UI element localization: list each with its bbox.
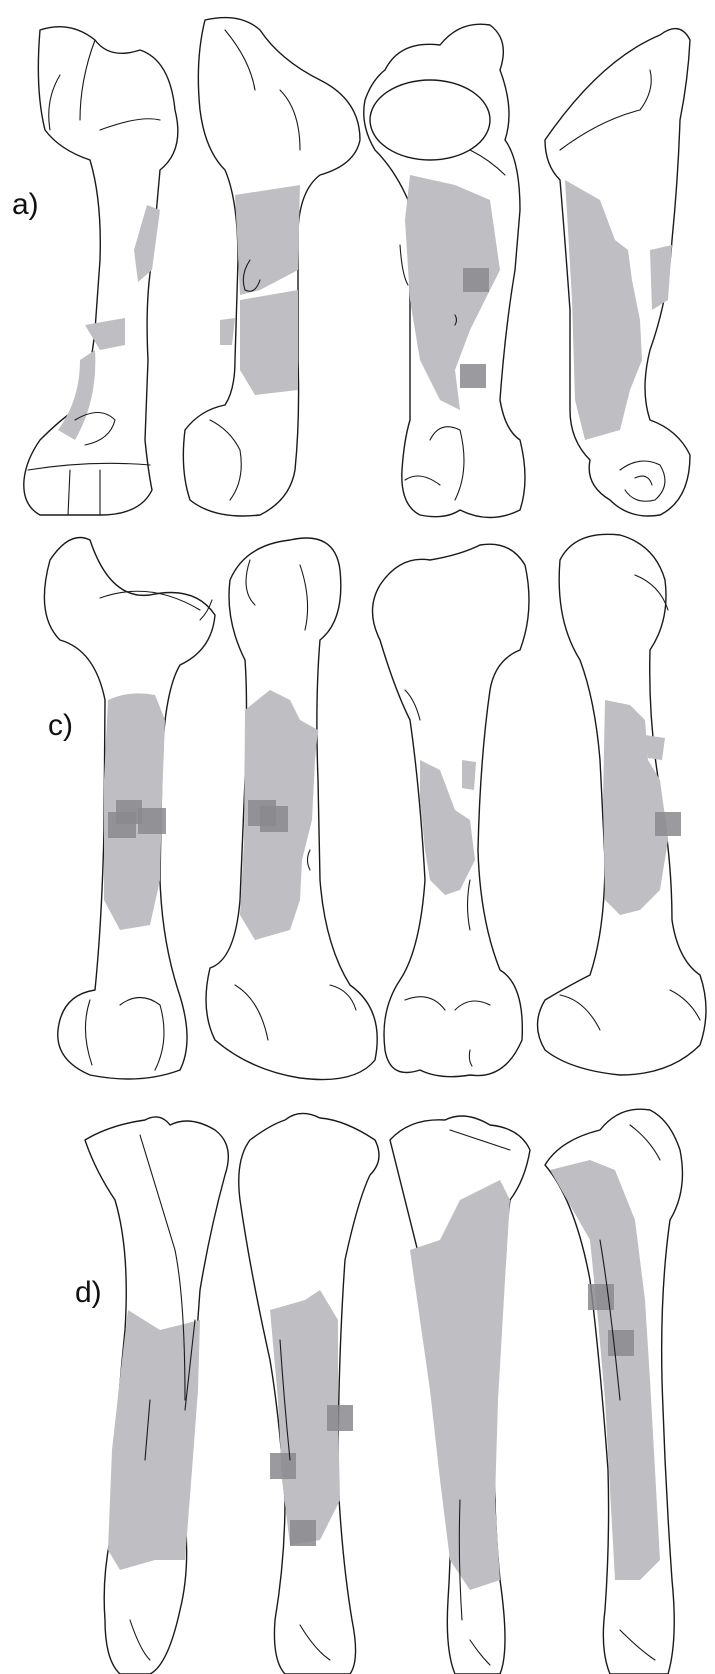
shaded-region — [462, 760, 476, 790]
sample-square — [588, 1284, 614, 1310]
bone-c3 — [373, 544, 530, 1076]
bone-c4 — [538, 534, 707, 1075]
panel-d: d) — [75, 1109, 682, 1674]
bone-c2 — [206, 538, 377, 1080]
bone-c1 — [44, 538, 215, 1080]
sample-square — [290, 1520, 316, 1546]
bone-d3 — [390, 1116, 530, 1674]
panel-a: a) — [12, 18, 690, 518]
sample-square — [655, 812, 681, 836]
shaded-region — [108, 1310, 200, 1570]
bone-a1 — [24, 27, 178, 515]
shaded-region — [220, 318, 235, 345]
bone-d2 — [239, 1113, 379, 1674]
panel-label-d: d) — [75, 1276, 102, 1309]
sample-square — [327, 1405, 353, 1431]
bone-a3 — [364, 24, 525, 517]
shaded-region — [650, 245, 672, 310]
bone-a2 — [183, 18, 360, 516]
bone-d1 — [85, 1117, 228, 1674]
shaded-region — [85, 318, 125, 350]
shaded-region — [645, 735, 665, 760]
panel-label-a: a) — [12, 188, 39, 221]
sample-square — [463, 268, 489, 292]
sample-square — [116, 800, 142, 824]
panel-c: c) — [44, 534, 706, 1079]
sample-square — [138, 808, 166, 834]
panel-label-c: c) — [48, 709, 73, 742]
sample-square — [460, 364, 486, 388]
sample-square — [608, 1330, 634, 1356]
bone-a4 — [545, 29, 690, 516]
shaded-region — [240, 290, 298, 395]
sample-square — [260, 806, 288, 832]
shaded-region — [603, 700, 668, 915]
sample-square — [270, 1453, 296, 1479]
bone-d4 — [545, 1109, 682, 1674]
